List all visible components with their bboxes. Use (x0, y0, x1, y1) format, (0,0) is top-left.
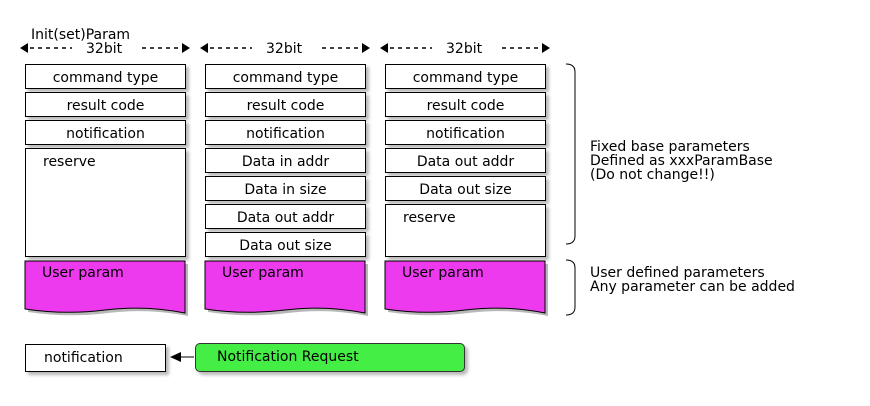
user-params-note-line: User defined parameters (590, 265, 765, 281)
field-result-code: result code (205, 92, 366, 117)
bit-width-label: 32bit (266, 41, 303, 57)
field-label: command type (232, 70, 339, 86)
field-data-in-size: Data in size (205, 176, 366, 201)
field-data-in-addr: Data in addr (205, 148, 366, 173)
user-params-note-line: Any parameter can be added (590, 279, 795, 295)
field-result-code: result code (385, 92, 546, 117)
field-result-code: result code (25, 92, 186, 117)
notification-box-label: notification (44, 350, 123, 366)
arrowhead-left-icon (380, 43, 388, 53)
notification-box: notification (25, 344, 166, 372)
field-label: notification (426, 126, 505, 142)
bit-width-label: 32bit (86, 41, 123, 57)
field-label: reserve (43, 154, 96, 170)
field-reserve: reserve (385, 204, 546, 257)
field-data-out-size: Data out size (205, 232, 366, 257)
field-label: Data in size (244, 182, 327, 198)
user-param-label: User param (402, 265, 484, 281)
field-label: Data in addr (241, 154, 330, 170)
bit-width-label: 32bit (446, 41, 483, 57)
arrowhead-left-icon (200, 43, 208, 53)
user-param-label: User param (42, 265, 124, 281)
fixed-params-brace (565, 63, 576, 245)
notification-request-box: Notification Request (195, 343, 465, 372)
field-label: result code (246, 98, 325, 114)
arrowhead-left-icon (20, 43, 28, 53)
fixed-params-note-line: Fixed base parameters (590, 139, 750, 155)
field-command-type: command type (385, 64, 546, 89)
user-param-shapes (24, 260, 548, 316)
field-notification: notification (385, 120, 546, 145)
field-command-type: command type (205, 64, 366, 89)
field-label: reserve (403, 210, 456, 226)
field-data-out-addr: Data out addr (205, 204, 366, 229)
field-label: command type (52, 70, 159, 86)
field-label: result code (426, 98, 505, 114)
field-label: notification (246, 126, 325, 142)
field-label: notification (66, 126, 145, 142)
arrowhead-right-icon (362, 43, 370, 53)
field-data-out-size: Data out size (385, 176, 546, 201)
field-label: Data out addr (236, 210, 335, 226)
arrowhead-right-icon (542, 43, 550, 53)
arrowhead-right-icon (182, 43, 190, 53)
notification-request-label: Notification Request (217, 349, 359, 365)
diagram-title: Init(set)Param (31, 27, 131, 43)
field-notification: notification (25, 120, 186, 145)
field-label: command type (412, 70, 519, 86)
user-param-label: User param (222, 265, 304, 281)
field-label: Data out size (419, 182, 512, 198)
field-data-out-addr: Data out addr (385, 148, 546, 173)
fixed-params-note-line: (Do not change!!) (590, 167, 715, 183)
field-label: Data out size (239, 238, 332, 254)
fixed-params-note-line: Defined as xxxParamBase (590, 153, 773, 169)
field-label: Data out addr (416, 154, 515, 170)
field-command-type: command type (25, 64, 186, 89)
user-params-brace (565, 259, 576, 316)
request-arrowhead-icon (170, 352, 181, 362)
field-notification: notification (205, 120, 366, 145)
field-label: result code (66, 98, 145, 114)
arrowheads (20, 43, 550, 53)
field-reserve: reserve (25, 148, 186, 257)
